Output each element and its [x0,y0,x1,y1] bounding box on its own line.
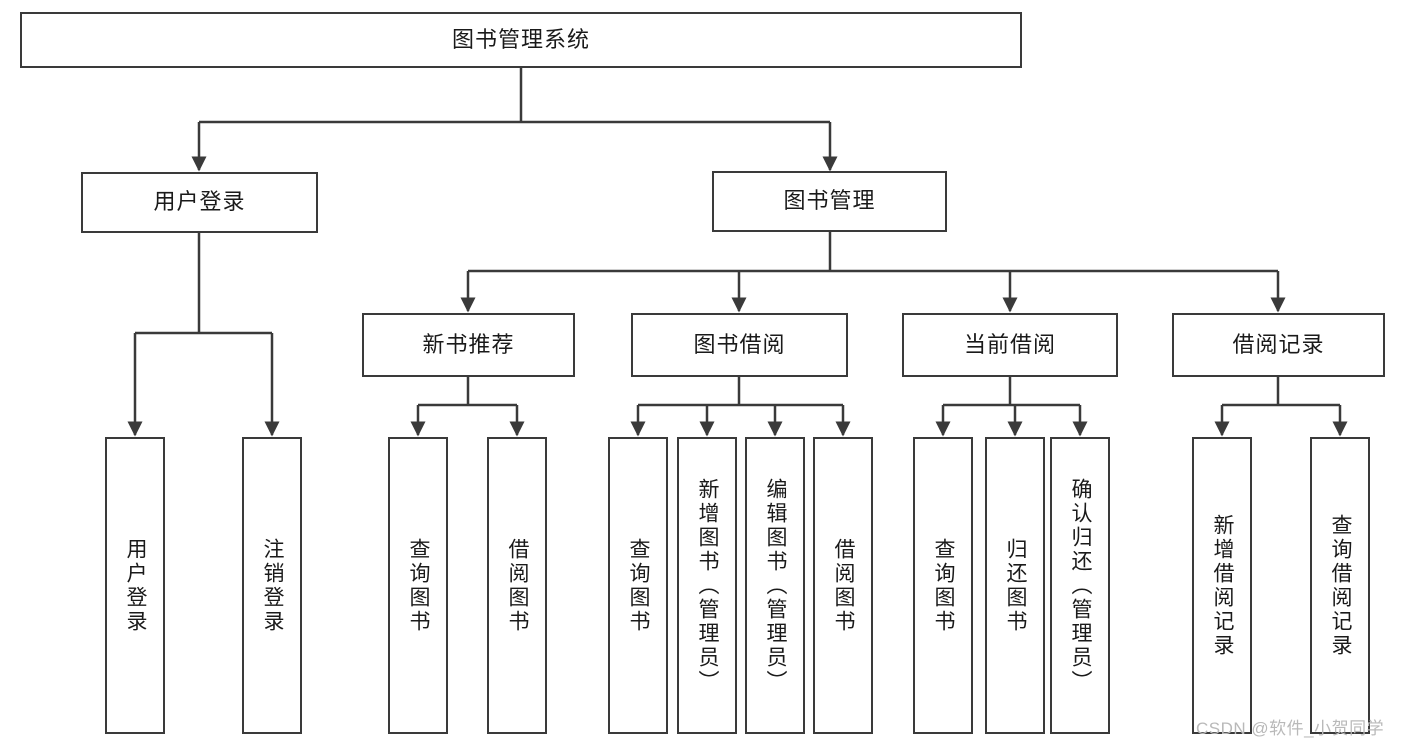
node-leaf-4-label: 查询图书 [627,537,650,634]
node-leaf-3-label: 借阅图书 [506,537,529,634]
node-level2-2[interactable]: 当前借阅 [902,313,1118,377]
node-leaf-12-label: 查询借阅记录 [1329,513,1352,658]
node-level2-0-label: 新书推荐 [422,331,515,357]
node-leaf-10[interactable]: 确认归还（管理员） [1050,437,1110,734]
node-level1-0[interactable]: 用户登录 [81,172,318,233]
node-leaf-7-label: 借阅图书 [832,537,855,634]
node-leaf-12[interactable]: 查询借阅记录 [1310,437,1370,734]
node-level2-3-label: 借阅记录 [1232,331,1325,357]
node-leaf-4[interactable]: 查询图书 [608,437,668,734]
node-leaf-9-label: 归还图书 [1004,537,1027,634]
node-leaf-11-label: 新增借阅记录 [1211,513,1234,658]
node-leaf-2-label: 查询图书 [407,537,430,634]
node-level2-1[interactable]: 图书借阅 [631,313,848,377]
node-leaf-1-label: 注销登录 [261,537,284,634]
node-level1-1-label: 图书管理 [783,188,876,214]
node-leaf-3[interactable]: 借阅图书 [487,437,547,734]
node-leaf-11[interactable]: 新增借阅记录 [1192,437,1252,734]
node-leaf-2[interactable]: 查询图书 [388,437,448,734]
node-leaf-0-label: 用户登录 [124,537,147,634]
node-leaf-8-label: 查询图书 [932,537,955,634]
node-leaf-8[interactable]: 查询图书 [913,437,973,734]
node-level2-0[interactable]: 新书推荐 [362,313,575,377]
node-leaf-10-label: 确认归还（管理员） [1069,477,1092,694]
node-leaf-5-label: 新增图书（管理员） [696,477,719,694]
node-level1-0-label: 用户登录 [153,189,246,215]
node-leaf-0[interactable]: 用户登录 [105,437,165,734]
node-leaf-5[interactable]: 新增图书（管理员） [677,437,737,734]
node-level2-2-label: 当前借阅 [963,331,1056,357]
node-root-label: 图书管理系统 [451,26,590,52]
node-leaf-7[interactable]: 借阅图书 [813,437,873,734]
node-level1-1[interactable]: 图书管理 [712,171,947,232]
node-level2-1-label: 图书借阅 [693,331,786,357]
node-leaf-6[interactable]: 编辑图书（管理员） [745,437,805,734]
node-leaf-6-label: 编辑图书（管理员） [764,477,787,694]
node-leaf-1[interactable]: 注销登录 [242,437,302,734]
csdn-watermark: CSDN @软件_小贺同学 [1196,719,1385,738]
node-leaf-9[interactable]: 归还图书 [985,437,1045,734]
node-level2-3[interactable]: 借阅记录 [1172,313,1385,377]
node-root[interactable]: 图书管理系统 [20,12,1022,68]
